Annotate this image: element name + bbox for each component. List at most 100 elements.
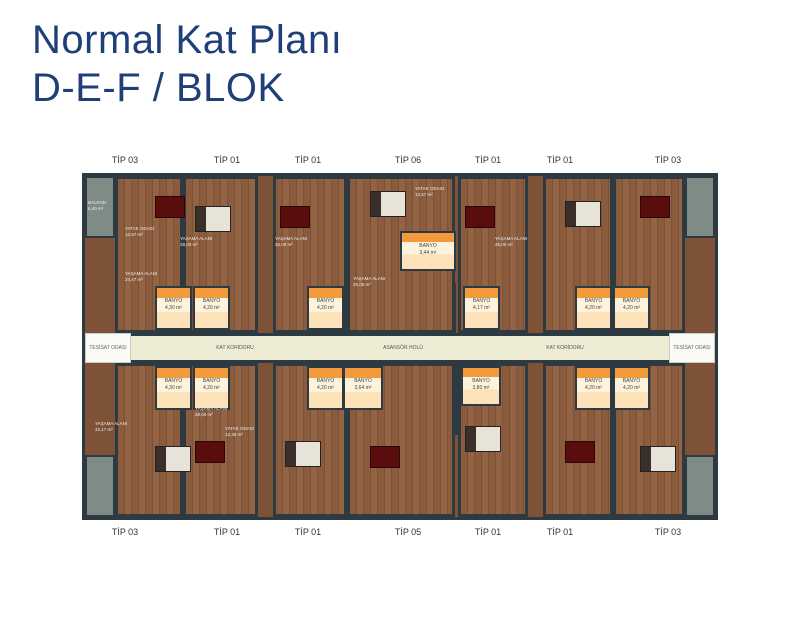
- unit-type-label: TİP 01: [546, 527, 574, 537]
- unit-type-label: TİP 01: [294, 527, 322, 537]
- room-area: 6,40 m²: [88, 205, 104, 211]
- bed-icon: [565, 201, 601, 227]
- unit-type-label: TİP 01: [213, 527, 241, 537]
- rug-icon: [565, 441, 595, 463]
- bed-icon: [370, 191, 406, 217]
- rug-icon: [155, 196, 185, 218]
- plan-title: Normal Kat Planı: [32, 18, 343, 62]
- bathroom-label: BANYO: [202, 298, 221, 304]
- bed-icon: [195, 206, 231, 232]
- room-area: 28,00 m²: [180, 241, 198, 247]
- apartment-unit: [115, 363, 183, 517]
- room-name: YAŞAMA ALANI: [353, 276, 386, 281]
- unit-type-label: TİP 03: [654, 155, 682, 165]
- bathroom-area: 4,20 m²: [203, 304, 220, 311]
- unit-type-label: TİP 06: [394, 155, 422, 165]
- floor-plan: KAT KORİDORU ASANSÖR HOLÜ KAT KORİDORU T…: [82, 173, 718, 520]
- bathroom-label: BANYO: [164, 378, 183, 384]
- balcony-bottom-right: [685, 455, 715, 517]
- service-room-left: TESİSAT ODASI: [85, 333, 131, 363]
- bathroom-area: 4,20 m²: [623, 384, 640, 391]
- bathroom-label: BANYO: [316, 378, 335, 384]
- bathroom-area: 4,20 m²: [623, 304, 640, 311]
- room-name: YAŞAMA ALANI: [180, 236, 213, 241]
- corridor-label-right: KAT KORİDORU: [546, 345, 584, 351]
- room-area: 28,00 m²: [195, 411, 213, 417]
- bathroom-area: 3,64 m²: [354, 384, 372, 391]
- bed-icon: [285, 441, 321, 467]
- bathroom-area: 4,30 m²: [165, 304, 182, 311]
- room-name: YAŞAMA ALANI: [275, 236, 308, 241]
- corridor: KAT KORİDORU ASANSÖR HOLÜ KAT KORİDORU: [85, 333, 715, 363]
- bathroom-area: 3,44 m²: [419, 249, 437, 256]
- bathroom-area: 4,20 m²: [585, 304, 602, 311]
- rug-icon: [280, 206, 310, 228]
- room-name: YATAK ODASI: [415, 186, 445, 191]
- room-name: YATAK ODASI: [225, 426, 255, 431]
- unit-type-label: TİP 01: [474, 155, 502, 165]
- unit-type-label: TİP 01: [546, 155, 574, 165]
- bathroom-label: BANYO: [316, 298, 335, 304]
- rug-icon: [370, 446, 400, 468]
- bathroom-label: BANYO: [419, 243, 437, 249]
- bathroom-area: 4,20 m²: [203, 384, 220, 391]
- room-area: 13,57 m²: [125, 231, 143, 237]
- bathroom-area: 4,20 m²: [585, 384, 602, 391]
- elevator-hall-label: ASANSÖR HOLÜ: [383, 345, 423, 351]
- bathroom-label: BANYO: [584, 378, 603, 384]
- bathroom-label: BANYO: [164, 298, 183, 304]
- unit-type-label: TİP 03: [654, 527, 682, 537]
- unit-type-label: TİP 03: [111, 155, 139, 165]
- unit-type-label: TİP 01: [213, 155, 241, 165]
- bed-icon: [465, 426, 501, 452]
- bathroom-area: 4,17 m²: [473, 304, 490, 311]
- room-area: 13,57 m²: [415, 191, 433, 197]
- bathroom-label: BANYO: [354, 378, 372, 384]
- bed-icon: [155, 446, 191, 472]
- room-area: 32,17 m²: [95, 426, 113, 432]
- room-area: 25,05 m²: [353, 281, 371, 287]
- bathroom-label: BANYO: [622, 378, 641, 384]
- room-area: 24,47 m²: [125, 276, 143, 282]
- rug-icon: [195, 441, 225, 463]
- corridor-label-left: KAT KORİDORU: [216, 345, 254, 351]
- bathroom-area: 4,20 m²: [317, 384, 334, 391]
- room-area: 13,38 m²: [225, 431, 243, 437]
- bathroom-label: BANYO: [472, 298, 491, 304]
- bed-icon: [640, 446, 676, 472]
- service-room-right: TESİSAT ODASI: [669, 333, 715, 363]
- room-name: YAŞAMA ALANI: [125, 271, 158, 276]
- room-name: BALKON: [88, 200, 107, 205]
- bathroom-label: BANYO: [622, 298, 641, 304]
- bathroom-area: 3,80 m²: [472, 384, 490, 391]
- room-name: YAŞAMA ALANI: [195, 406, 228, 411]
- block-title: D-E-F / BLOK: [32, 66, 285, 110]
- bathroom-label: BANYO: [472, 378, 490, 384]
- unit-type-label: TİP 03: [111, 527, 139, 537]
- unit-type-label: TİP 01: [474, 527, 502, 537]
- balcony-top-left: [85, 176, 115, 238]
- room-area: 26,00 m²: [495, 241, 513, 247]
- bathroom-label: BANYO: [202, 378, 221, 384]
- bathroom-label: BANYO: [584, 298, 603, 304]
